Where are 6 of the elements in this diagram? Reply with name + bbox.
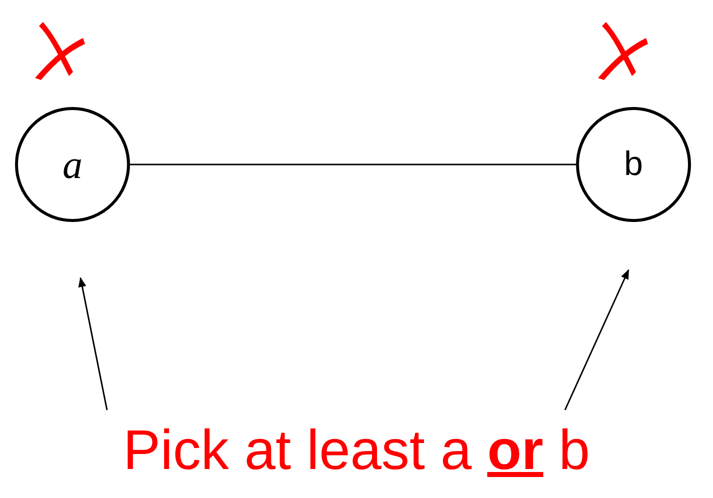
node-label: a: [62, 140, 82, 188]
node-label: b: [624, 144, 643, 185]
arrow: [78, 277, 108, 410]
arrow: [564, 269, 630, 410]
connector-line: [130, 164, 576, 166]
note-text: Pick at least a or b: [123, 422, 590, 478]
